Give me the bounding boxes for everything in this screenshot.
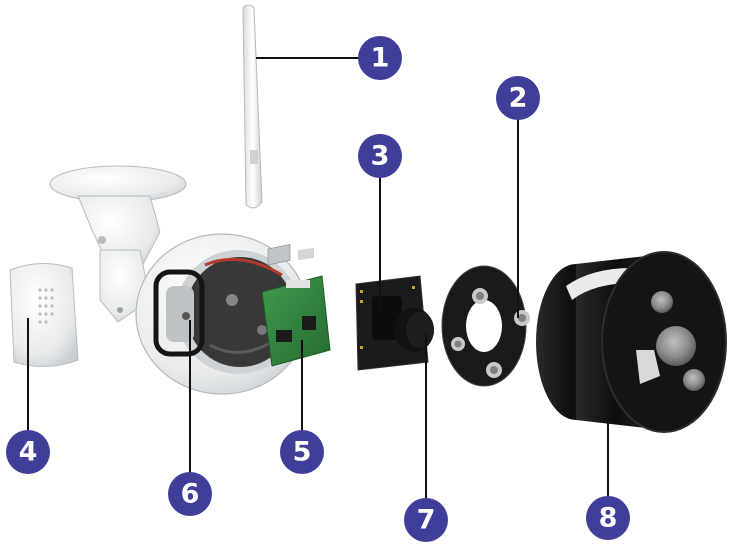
callout-label-5: 5: [293, 437, 312, 468]
callout-3: 3: [358, 134, 402, 178]
callout-label-8: 8: [599, 503, 618, 534]
housing-seal-icon: [153, 269, 205, 357]
callout-label-6: 6: [181, 479, 200, 510]
callout-2: 2: [496, 76, 540, 120]
callout-8: 8: [586, 496, 630, 540]
camera-module-icon: [355, 275, 434, 371]
callout-4: 4: [6, 430, 50, 474]
mount-bracket: [49, 165, 187, 323]
callout-label-3: 3: [371, 141, 390, 172]
callout-label-7: 7: [417, 505, 436, 536]
callout-1: 1: [358, 36, 402, 80]
front-cover-icon: [536, 251, 727, 433]
callout-5: 5: [280, 430, 324, 474]
callout-label-4: 4: [19, 437, 38, 468]
side-cover-icon: [9, 262, 79, 368]
antenna-icon: [242, 4, 263, 209]
main-pcb-icon: [261, 243, 331, 367]
callout-6: 6: [168, 472, 212, 516]
callout-label-1: 1: [371, 43, 390, 74]
callout-label-2: 2: [509, 83, 528, 114]
ir-led-board-icon: [441, 265, 530, 387]
callout-7: 7: [404, 498, 448, 542]
leader-lines: [27, 57, 609, 498]
